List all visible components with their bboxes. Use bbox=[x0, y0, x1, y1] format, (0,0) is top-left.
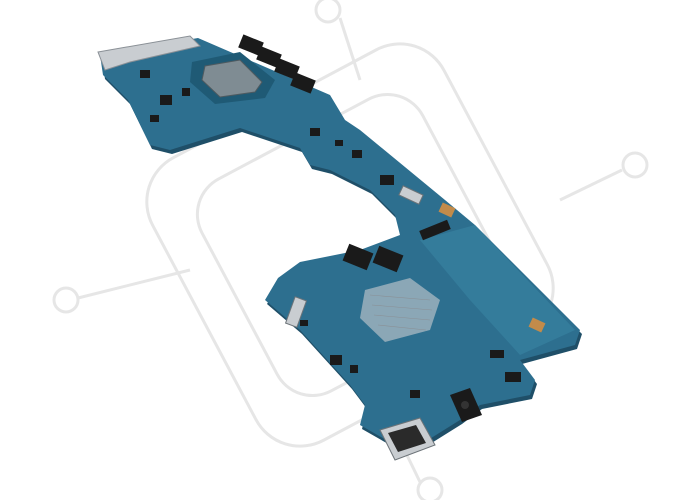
memory-chips bbox=[238, 34, 404, 273]
smd-components bbox=[140, 70, 521, 398]
audio-jack bbox=[450, 388, 482, 422]
metal-bracket bbox=[97, 35, 201, 71]
cpu-package bbox=[190, 52, 275, 104]
gpu-bga-pad bbox=[360, 278, 440, 342]
copper-pads bbox=[438, 202, 546, 333]
motherboard-pcb bbox=[100, 38, 580, 445]
board-connectors bbox=[284, 185, 451, 328]
usb-port bbox=[379, 417, 436, 461]
